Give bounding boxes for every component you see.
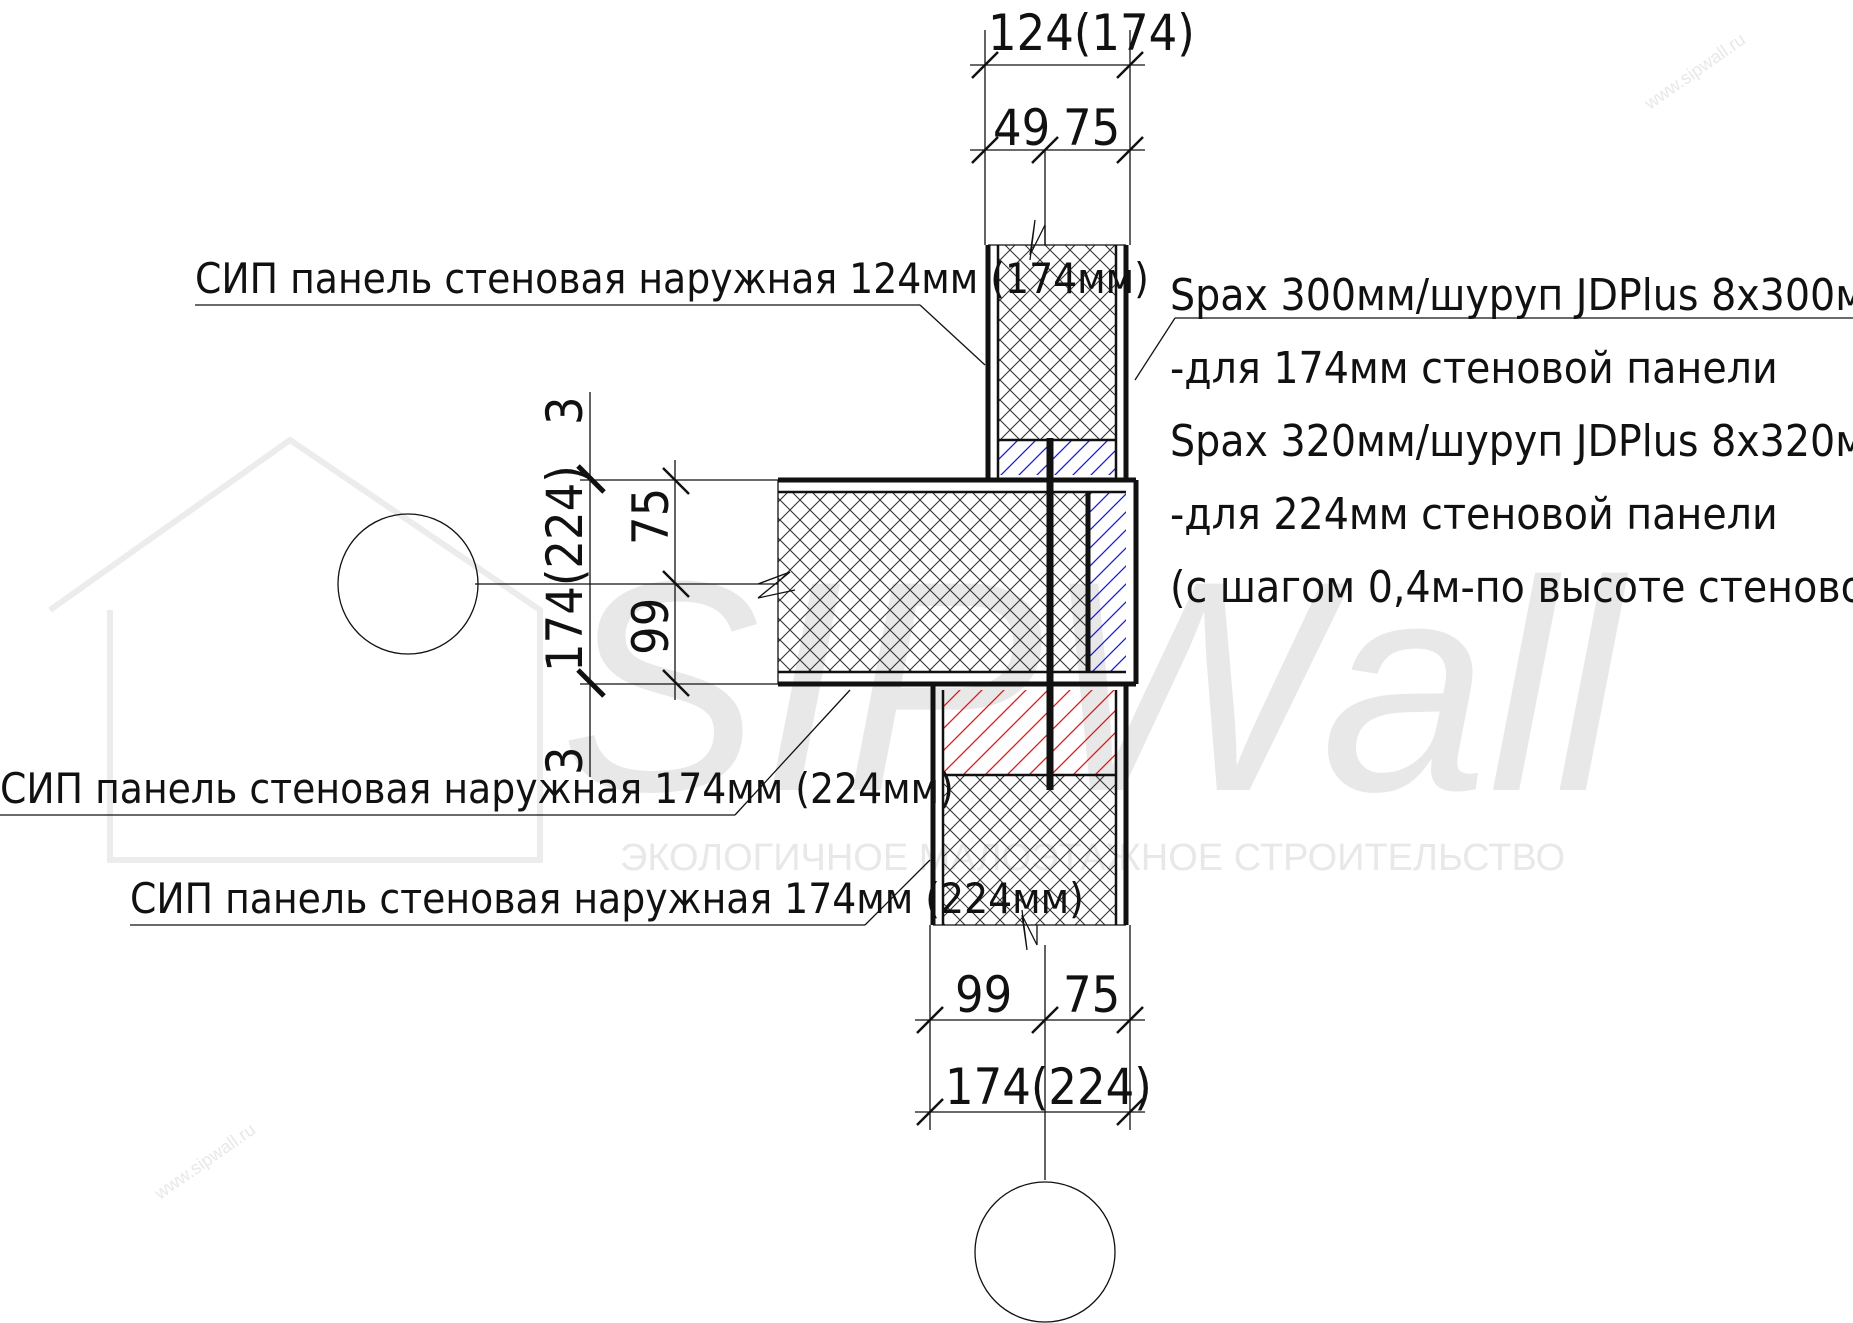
dim-top-right: 75 xyxy=(1063,99,1120,157)
label-top-panel: СИП панель стеновая наружная 124мм (174м… xyxy=(195,254,1149,303)
dim-bottom-left: 99 xyxy=(955,966,1012,1024)
dim-left-upper: 75 xyxy=(622,488,680,545)
dim-bottom-total: 174(224) xyxy=(945,1058,1152,1116)
label-bottom-panel: СИП панель стеновая наружная 174мм (224м… xyxy=(130,874,1084,923)
screw-note-line-5: (с шагом 0,4м-по высоте стеновой панели) xyxy=(1170,562,1853,613)
screw-note-line-1: Spax 300мм/шуруп JDPlus 8x300мм xyxy=(1170,270,1853,321)
screw-note-line-2: -для 174мм стеновой панели xyxy=(1170,343,1778,394)
watermark-site: www.sipwall.ru xyxy=(1640,29,1749,114)
dim-bottom-right: 75 xyxy=(1063,966,1120,1024)
labels: СИП панель стеновая наружная 124мм (174м… xyxy=(0,254,1853,926)
bottom-dimensions: 99 75 174(224) xyxy=(915,925,1152,1130)
axis-circle-left xyxy=(337,513,479,655)
top-dimensions: 124(174) 49 75 xyxy=(970,4,1195,245)
dim-left-lower: 99 xyxy=(622,598,680,655)
dim-left-gap-bottom: 3 xyxy=(536,746,594,775)
screw-note-line-4: -для 224мм стеновой панели xyxy=(1170,489,1778,540)
screw-note-line-3: Spax 320мм/шуруп JDPlus 8x320мм xyxy=(1170,416,1853,467)
dim-top-total: 124(174) xyxy=(988,4,1195,62)
middle-panel xyxy=(757,477,1139,687)
top-panel xyxy=(985,219,1129,480)
watermark-site-2: www.sipwall.ru xyxy=(150,1119,259,1204)
left-dimensions: 174(224) 75 99 3 3 xyxy=(536,392,778,777)
dim-top-left: 49 xyxy=(993,99,1050,157)
bottom-panel xyxy=(930,684,1129,951)
label-middle-panel: СИП панель стеновая наружная 174мм (224м… xyxy=(0,764,954,813)
dim-left-total: 174(224) xyxy=(536,465,594,672)
axis-circle-bottom xyxy=(974,1181,1116,1323)
axis-lines xyxy=(337,150,1116,1323)
dim-left-gap-top: 3 xyxy=(536,396,594,425)
